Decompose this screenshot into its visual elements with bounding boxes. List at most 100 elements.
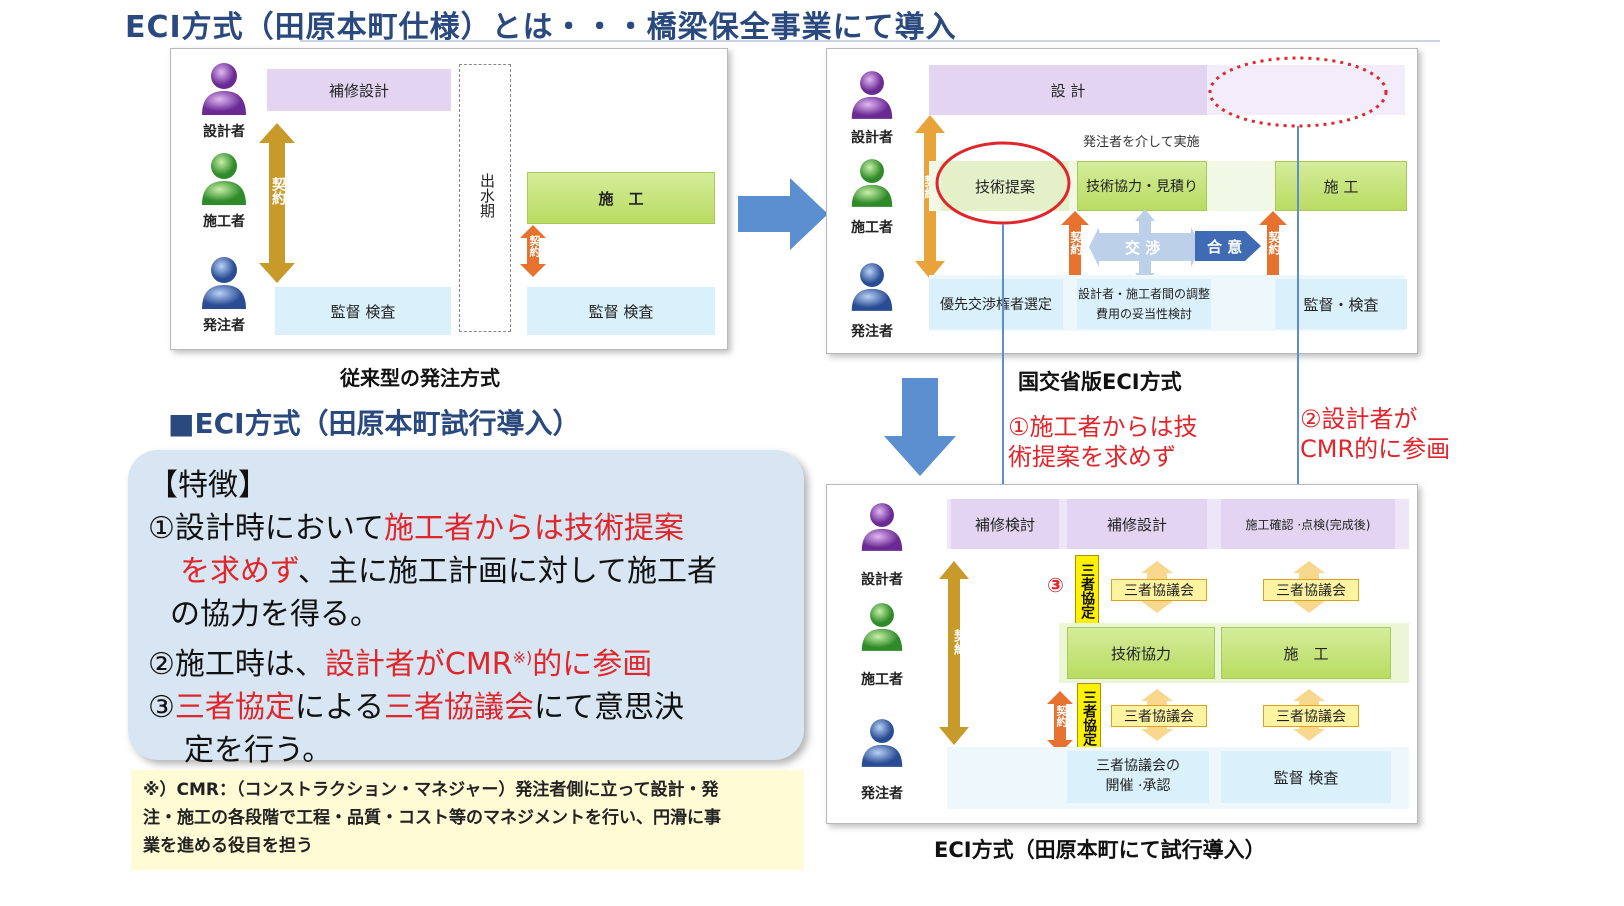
repair-design-box: 補修設計 <box>267 69 451 111</box>
feature-1-red-a: 施工者からは技術提案 <box>384 511 684 546</box>
annotation-2-line2: CMR的に参画 <box>1300 435 1451 463</box>
contract-label-3: 契約 <box>1267 231 1281 255</box>
feature-1: ①設計時において施工者からは技術提案 <box>148 507 798 550</box>
coordination-line2: 費用の妥当性検討 <box>1095 307 1192 321</box>
feature-2-red-a: 設計者がCMR <box>324 647 513 682</box>
owner-person-icon <box>851 263 893 311</box>
coordination-box: 設計者・施工者間の調整 費用の妥当性検討 <box>1077 279 1211 329</box>
designer-person-icon <box>851 71 893 119</box>
contractor-role-label: 施工者 <box>861 672 903 688</box>
construction-contract-arrow <box>520 225 546 277</box>
feature-3-cont: 定を行う。 <box>184 733 333 768</box>
contract-label: 契約 <box>951 629 966 655</box>
conventional-diagram: 設計者 施工者 発注者 契約 補修設計 出水期 施 工 契約 監督 検査 監督 … <box>170 48 728 350</box>
priority-selection-box: 優先交渉権者選定 <box>929 279 1063 329</box>
section-heading: ■ECI方式（田原本町試行導入） <box>168 407 581 440</box>
feature-3-c: にて意思決 <box>534 690 685 725</box>
tech-cooperation-box: 技術協力 <box>1067 627 1215 679</box>
council-hold-box: 三者協議会の 開催 ·承認 <box>1067 751 1209 803</box>
feature-1-cont2: の協力を得る。 <box>170 597 380 632</box>
contract-double-arrow <box>939 561 969 745</box>
title-underline <box>300 40 1440 42</box>
feature-2-text: ②施工時は、 <box>148 647 325 682</box>
feature-1-red-b: を求めず <box>180 554 298 589</box>
council-hold-line2: 開催 ·承認 <box>1105 778 1171 794</box>
negotiation-label: 交 渉 <box>1125 239 1161 257</box>
annotation-1: ①施工者からは技 術提案を求めず <box>1008 412 1198 472</box>
completion-check-box: 施工確認 ·点検(完成後) <box>1221 499 1395 549</box>
feature-3-red-a: 三者協定 <box>174 690 295 725</box>
feature-1-text-b: 、主に施工計画に対して施工者 <box>297 554 718 589</box>
tawaramoto-caption: ECI方式（田原本町にて試行導入） <box>934 838 1266 862</box>
down-arrow-icon <box>884 378 956 476</box>
footnote-line1: ※）CMR：（コンストラクション・マネジャー）発注者側に立って設計・発 <box>143 780 719 800</box>
designer-person-icon <box>861 503 903 551</box>
tripartite-council-box-4: 三者協議会 <box>1263 705 1359 727</box>
tripartite-council-box-1: 三者協議会 <box>1111 579 1207 601</box>
designer-person-icon <box>202 63 246 115</box>
coordination-line1: 設計者・施工者間の調整 <box>1077 287 1210 301</box>
via-owner-label: 発注者を介して実施 <box>1083 135 1200 150</box>
tripartite-council-box-3: 三者協議会 <box>1111 705 1207 727</box>
agreement-arrow <box>1195 231 1261 261</box>
tripartite-council-box-2: 三者協議会 <box>1263 579 1359 601</box>
contractor-role-label: 施工者 <box>851 220 893 236</box>
supervision-box-2: 監督 検査 <box>527 287 715 335</box>
supervision-box-1: 監督 検査 <box>275 287 451 335</box>
supervision-box: 監督 検査 <box>1221 751 1391 803</box>
owner-role-label: 発注者 <box>851 324 893 340</box>
fiscal-period-column <box>459 64 511 332</box>
tripartite-agreement-box-2: 三者協定 <box>1077 683 1101 753</box>
tech-proposal-box: 技術提案 <box>941 161 1069 211</box>
tech-cooperation-box: 技術協力・見積り <box>1077 161 1207 211</box>
feature-3-a: ③ <box>148 690 175 725</box>
circle-three-label: ③ <box>1047 573 1064 597</box>
fiscal-period-label: 出水期 <box>478 173 496 218</box>
contract-label: 契約 <box>270 177 286 205</box>
annotation-1-line1: ①施工者からは技 <box>1008 413 1198 441</box>
contractor-person-icon <box>851 159 893 207</box>
features-box: 【特徴】 ①設計時において施工者からは技術提案 を求めず、主に施工計画に対して施… <box>128 450 804 768</box>
designer-role-label: 設計者 <box>203 124 245 140</box>
right-arrow-icon <box>738 178 828 250</box>
feature-1-cont: を求めず、主に施工計画に対して施工者 <box>148 550 798 593</box>
feature-1-text-a: ①設計時において <box>148 511 384 546</box>
features-content: 【特徴】 ①設計時において施工者からは技術提案 を求めず、主に施工計画に対して施… <box>148 464 798 772</box>
contractor-person-icon <box>202 153 246 205</box>
annotation-1-line2: 術提案を求めず <box>1008 443 1176 471</box>
feature-3-red-b: 三者協議会 <box>384 690 535 725</box>
footnote-line2: 注・施工の各段階で工程・品質・コスト等のマネジメントを行い、円滑に事 <box>143 808 721 828</box>
tripartite-agreement-box-1: 三者協定 <box>1075 555 1099 627</box>
feature-3-b: による <box>294 690 385 725</box>
owner-person-icon <box>861 719 903 767</box>
contract-arrow-right <box>1259 211 1287 291</box>
design-box: 設 計 <box>929 65 1207 115</box>
annotation-2: ②設計者が CMR的に参画 <box>1300 404 1450 464</box>
features-heading: 【特徴】 <box>148 468 268 503</box>
feature-2: ②施工時は、設計者がCMR※)的に参画 <box>148 636 798 686</box>
construction-contract-label: 契約 <box>528 235 541 257</box>
contract-label-bottom: 契約 <box>1055 705 1068 727</box>
contractor-role-label: 施工者 <box>203 214 245 230</box>
council-hold-line1: 三者協議会の <box>1096 758 1180 774</box>
negotiation-cross-arrow <box>1089 209 1201 285</box>
mlit-eci-caption: 国交省版ECI方式 <box>1018 370 1182 394</box>
tawaramoto-eci-diagram: 設計者 施工者 発注者 契約 補修検討 補修設計 施工確認 ·点検(完成後) ③… <box>826 484 1418 824</box>
agreement-label: 合 意 <box>1207 238 1243 256</box>
construction-box: 施 工 <box>1221 627 1391 679</box>
footnote: ※）CMR：（コンストラクション・マネジャー）発注者側に立って設計・発 注・施工… <box>131 770 804 870</box>
page-title: ECI方式（田原本町仕様）とは・・・橋梁保全事業にて導入 <box>125 10 957 45</box>
designer-role-label: 設計者 <box>851 130 893 146</box>
contract-label-2: 契約 <box>1069 231 1083 255</box>
footnote-line3: 業を進める役目を担う <box>143 836 313 856</box>
owner-role-label: 発注者 <box>861 786 903 802</box>
contract-double-arrow <box>259 123 295 283</box>
designer-role-label: 設計者 <box>861 572 903 588</box>
owner-role-label: 発注者 <box>203 318 245 334</box>
annotation-2-line1: ②設計者が <box>1300 405 1418 433</box>
feature-2-sup: ※) <box>512 648 533 667</box>
owner-person-icon <box>202 257 246 309</box>
conventional-caption: 従来型の発注方式 <box>340 366 500 390</box>
contract-arrow-left <box>1061 211 1089 291</box>
repair-design-box: 補修設計 <box>1067 499 1207 549</box>
